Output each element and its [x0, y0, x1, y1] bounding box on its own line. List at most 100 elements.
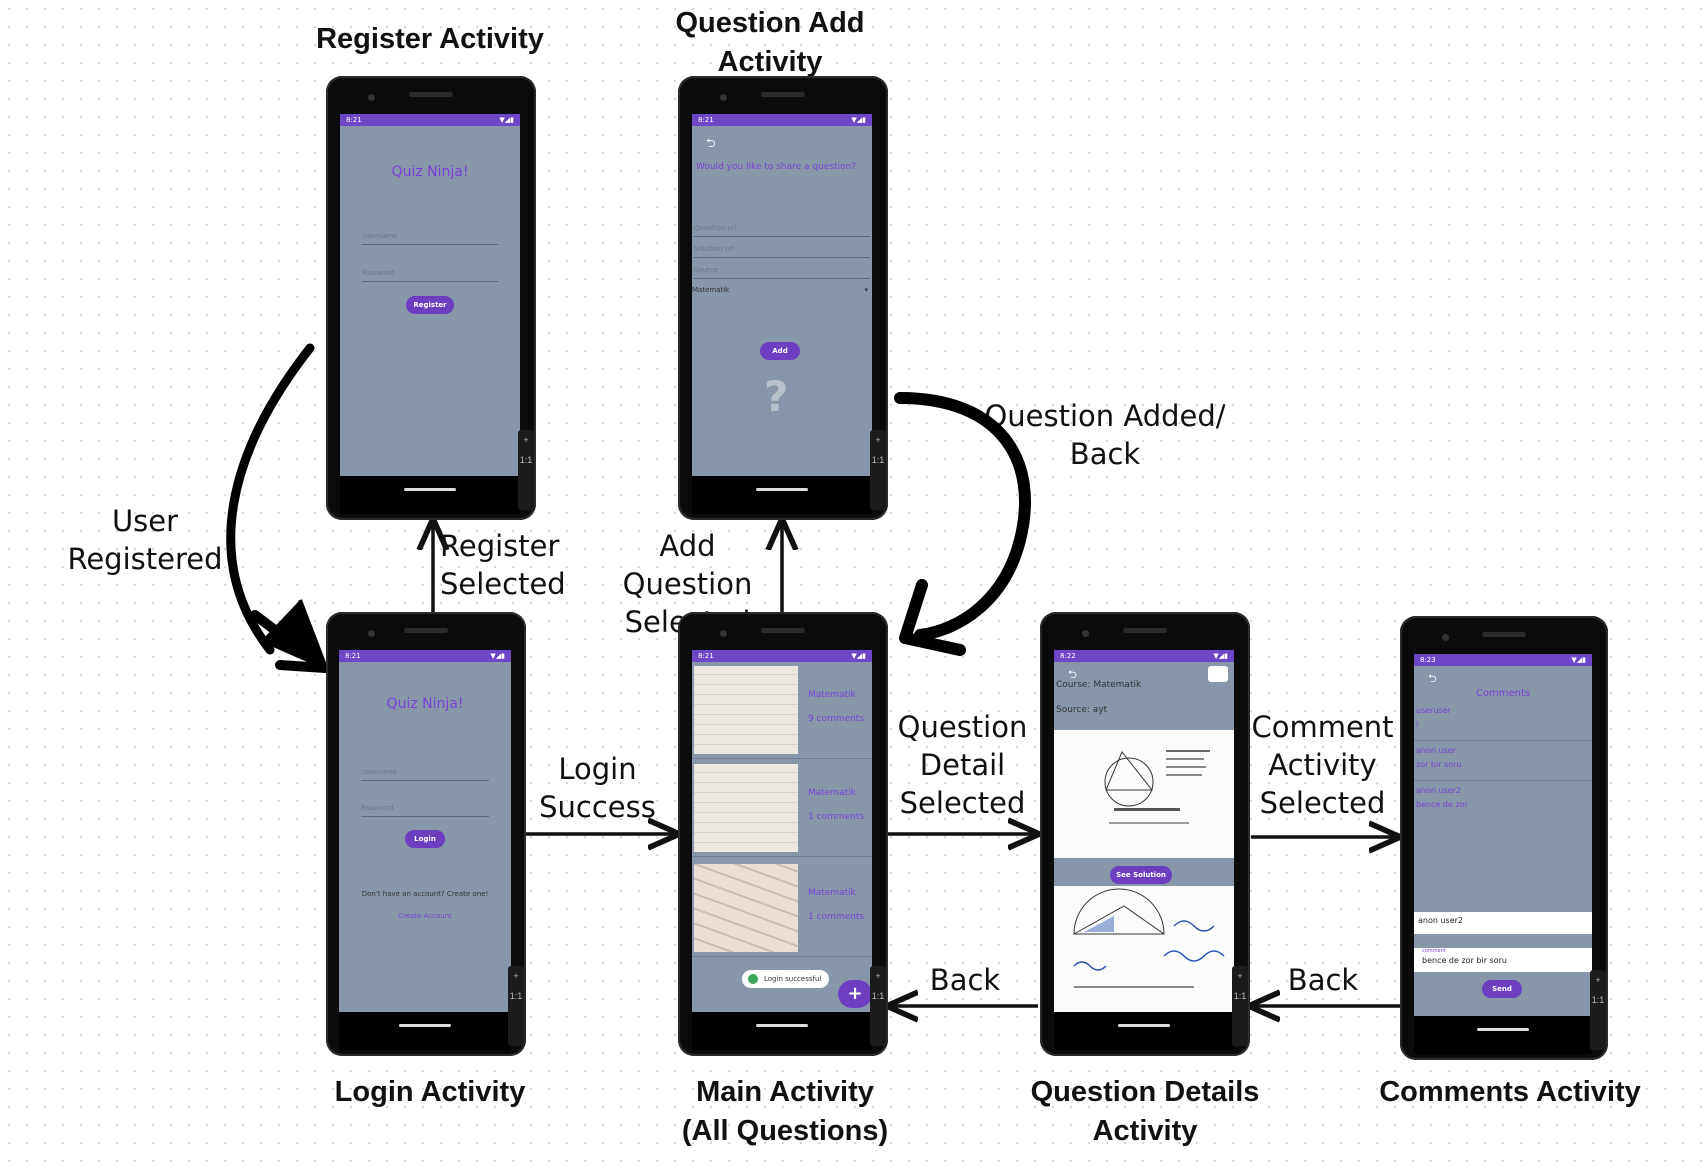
- emulator-side-toolbar[interactable]: +1:1: [870, 966, 886, 1046]
- status-time: 8:21: [346, 116, 362, 124]
- login-activity-title: Login Activity: [334, 1076, 526, 1108]
- plus-icon[interactable]: +: [1237, 971, 1243, 981]
- comment-input[interactable]: comment bence de zor bir soru: [1414, 948, 1592, 972]
- comment-user: anon user: [1416, 746, 1456, 755]
- question-image: [694, 864, 798, 952]
- source-field[interactable]: Source: [694, 266, 870, 279]
- main-screen: 8:21▼◢▮ Matematik 9 comments Matematik 1…: [692, 650, 872, 1050]
- register-screen: 8:21 ▼◢▮ Quiz Ninja! Username Password Re…: [340, 114, 520, 514]
- speaker: [404, 628, 448, 633]
- comment-item: useruser i: [1414, 706, 1592, 741]
- register-button[interactable]: Register: [406, 296, 454, 314]
- ratio-label[interactable]: 1:1: [871, 991, 885, 1001]
- label-question-added-back: Question Added/ Back: [984, 399, 1226, 471]
- main-activity-title: Main Activity (All Questions): [681, 1076, 889, 1147]
- camera-dot: [720, 94, 727, 101]
- comment-text: bence de zor: [1416, 800, 1468, 809]
- emulator-side-toolbar[interactable]: +1:1: [508, 966, 524, 1046]
- comments-heading: Comments: [1475, 688, 1531, 699]
- back-icon[interactable]: ⮌: [1068, 668, 1077, 681]
- ratio-label[interactable]: 1:1: [1591, 995, 1605, 1005]
- login-button[interactable]: Login: [405, 830, 445, 848]
- comment-user: anon user2: [1416, 786, 1462, 795]
- status-bar: 8:21▼◢▮: [339, 650, 511, 662]
- label-register-selected: Register Selected: [440, 529, 566, 601]
- status-time: 8:21: [698, 652, 714, 660]
- solution-figure: [1073, 888, 1225, 988]
- question-comments[interactable]: 1 comments: [808, 812, 865, 822]
- nav-bar: [1054, 1012, 1234, 1050]
- comment-input-label: comment: [1422, 948, 1446, 954]
- username-field[interactable]: Username: [361, 768, 489, 781]
- ratio-label[interactable]: 1:1: [871, 455, 885, 465]
- see-solution-button[interactable]: See Solution: [1110, 866, 1172, 884]
- back-icon[interactable]: ⮌: [706, 136, 716, 150]
- send-button[interactable]: Send: [1482, 980, 1522, 998]
- add-question-fab[interactable]: +: [838, 980, 872, 1008]
- comment-text: i: [1416, 720, 1419, 729]
- plus-icon[interactable]: +: [875, 971, 881, 981]
- question-card[interactable]: Matematik 1 comments: [692, 760, 872, 857]
- create-account-link[interactable]: Create Account: [398, 912, 452, 920]
- question-comments[interactable]: 1 comments: [808, 912, 865, 922]
- password-field[interactable]: Password: [362, 269, 498, 282]
- ratio-label[interactable]: 1:1: [1233, 991, 1247, 1001]
- course-select[interactable]: Matematik ▾: [692, 286, 868, 294]
- plus-icon[interactable]: +: [523, 435, 529, 445]
- question-comments[interactable]: 9 comments: [808, 714, 865, 724]
- back-icon[interactable]: ⮌: [1428, 672, 1437, 685]
- question-add-activity-title: Question Add Activity: [675, 7, 865, 78]
- status-bar: 8:23▼◢▮: [1414, 654, 1592, 666]
- comment-item: anon user2 bence de zor: [1414, 786, 1592, 820]
- question-card[interactable]: Matematik 1 comments: [692, 860, 872, 957]
- comments-icon[interactable]: [1208, 666, 1228, 682]
- label-comment-activity-selected: Comment Activity Selected: [1251, 710, 1394, 820]
- comments-phone: 8:23▼◢▮ ⮌ Comments useruser i anon user …: [1400, 616, 1608, 1060]
- question-add-screen: 8:21▼◢▮ ⮌ Would you like to share a ques…: [692, 114, 872, 514]
- app-title: Quiz Ninja!: [391, 164, 469, 180]
- status-time: 8:22: [1060, 652, 1076, 660]
- question-details-activity-title: Question Details Activity: [1030, 1076, 1260, 1147]
- nav-bar: [340, 476, 520, 514]
- emulator-side-toolbar[interactable]: +1:1: [518, 430, 534, 510]
- question-mark-icon: ?: [764, 372, 789, 421]
- camera-dot: [368, 94, 375, 101]
- status-bar: 8:21▼◢▮: [692, 114, 872, 126]
- register-activity-title: Register Activity: [316, 23, 544, 55]
- password-field[interactable]: Password: [361, 804, 489, 817]
- arrow-user-registered: [226, 343, 315, 655]
- source-label: Source: ayt: [1056, 705, 1108, 715]
- label-login-success: Login Success: [539, 752, 656, 824]
- ratio-label[interactable]: 1:1: [509, 991, 523, 1001]
- plus-icon[interactable]: +: [513, 971, 519, 981]
- label-back-details: Back: [1287, 963, 1359, 997]
- question-card[interactable]: Matematik 9 comments: [692, 662, 872, 759]
- username-field[interactable]: Username: [362, 232, 498, 245]
- username-input[interactable]: anon user2: [1414, 912, 1592, 934]
- plus-icon[interactable]: +: [1595, 975, 1601, 985]
- camera-dot: [1082, 630, 1089, 637]
- comment-item: anon user zor bir soru: [1414, 746, 1592, 781]
- solution-url-field[interactable]: Solution url: [694, 245, 870, 258]
- emulator-side-toolbar[interactable]: +1:1: [870, 430, 886, 510]
- emulator-side-toolbar[interactable]: +1:1: [1590, 970, 1606, 1050]
- status-icons: ▼◢▮: [1213, 652, 1228, 660]
- details-phone: 8:22▼◢▮ ⮌ Course: Matematik Source: ayt …: [1040, 612, 1250, 1056]
- status-icons: ▼◢▮: [1571, 656, 1586, 664]
- status-icons: ▼◢▮: [499, 116, 514, 124]
- ratio-label[interactable]: 1:1: [519, 455, 533, 465]
- emulator-side-toolbar[interactable]: +1:1: [1232, 966, 1248, 1046]
- question-url-field[interactable]: Question url: [694, 224, 870, 237]
- plus-icon[interactable]: +: [875, 435, 881, 445]
- comments-screen: 8:23▼◢▮ ⮌ Comments useruser i anon user …: [1414, 654, 1592, 1054]
- status-bar: 8:21▼◢▮: [692, 650, 872, 662]
- share-question-heading: Would you like to share a question?: [696, 162, 857, 172]
- nav-bar: [339, 1012, 511, 1050]
- camera-dot: [720, 630, 727, 637]
- question-add-phone: 8:21▼◢▮ ⮌ Would you like to share a ques…: [678, 76, 888, 520]
- details-screen: 8:22▼◢▮ ⮌ Course: Matematik Source: ayt …: [1054, 650, 1234, 1050]
- question-course: Matematik: [808, 888, 856, 898]
- status-bar: 8:21 ▼◢▮: [340, 114, 520, 126]
- question-figure: [1104, 750, 1210, 824]
- add-button[interactable]: Add: [760, 342, 800, 360]
